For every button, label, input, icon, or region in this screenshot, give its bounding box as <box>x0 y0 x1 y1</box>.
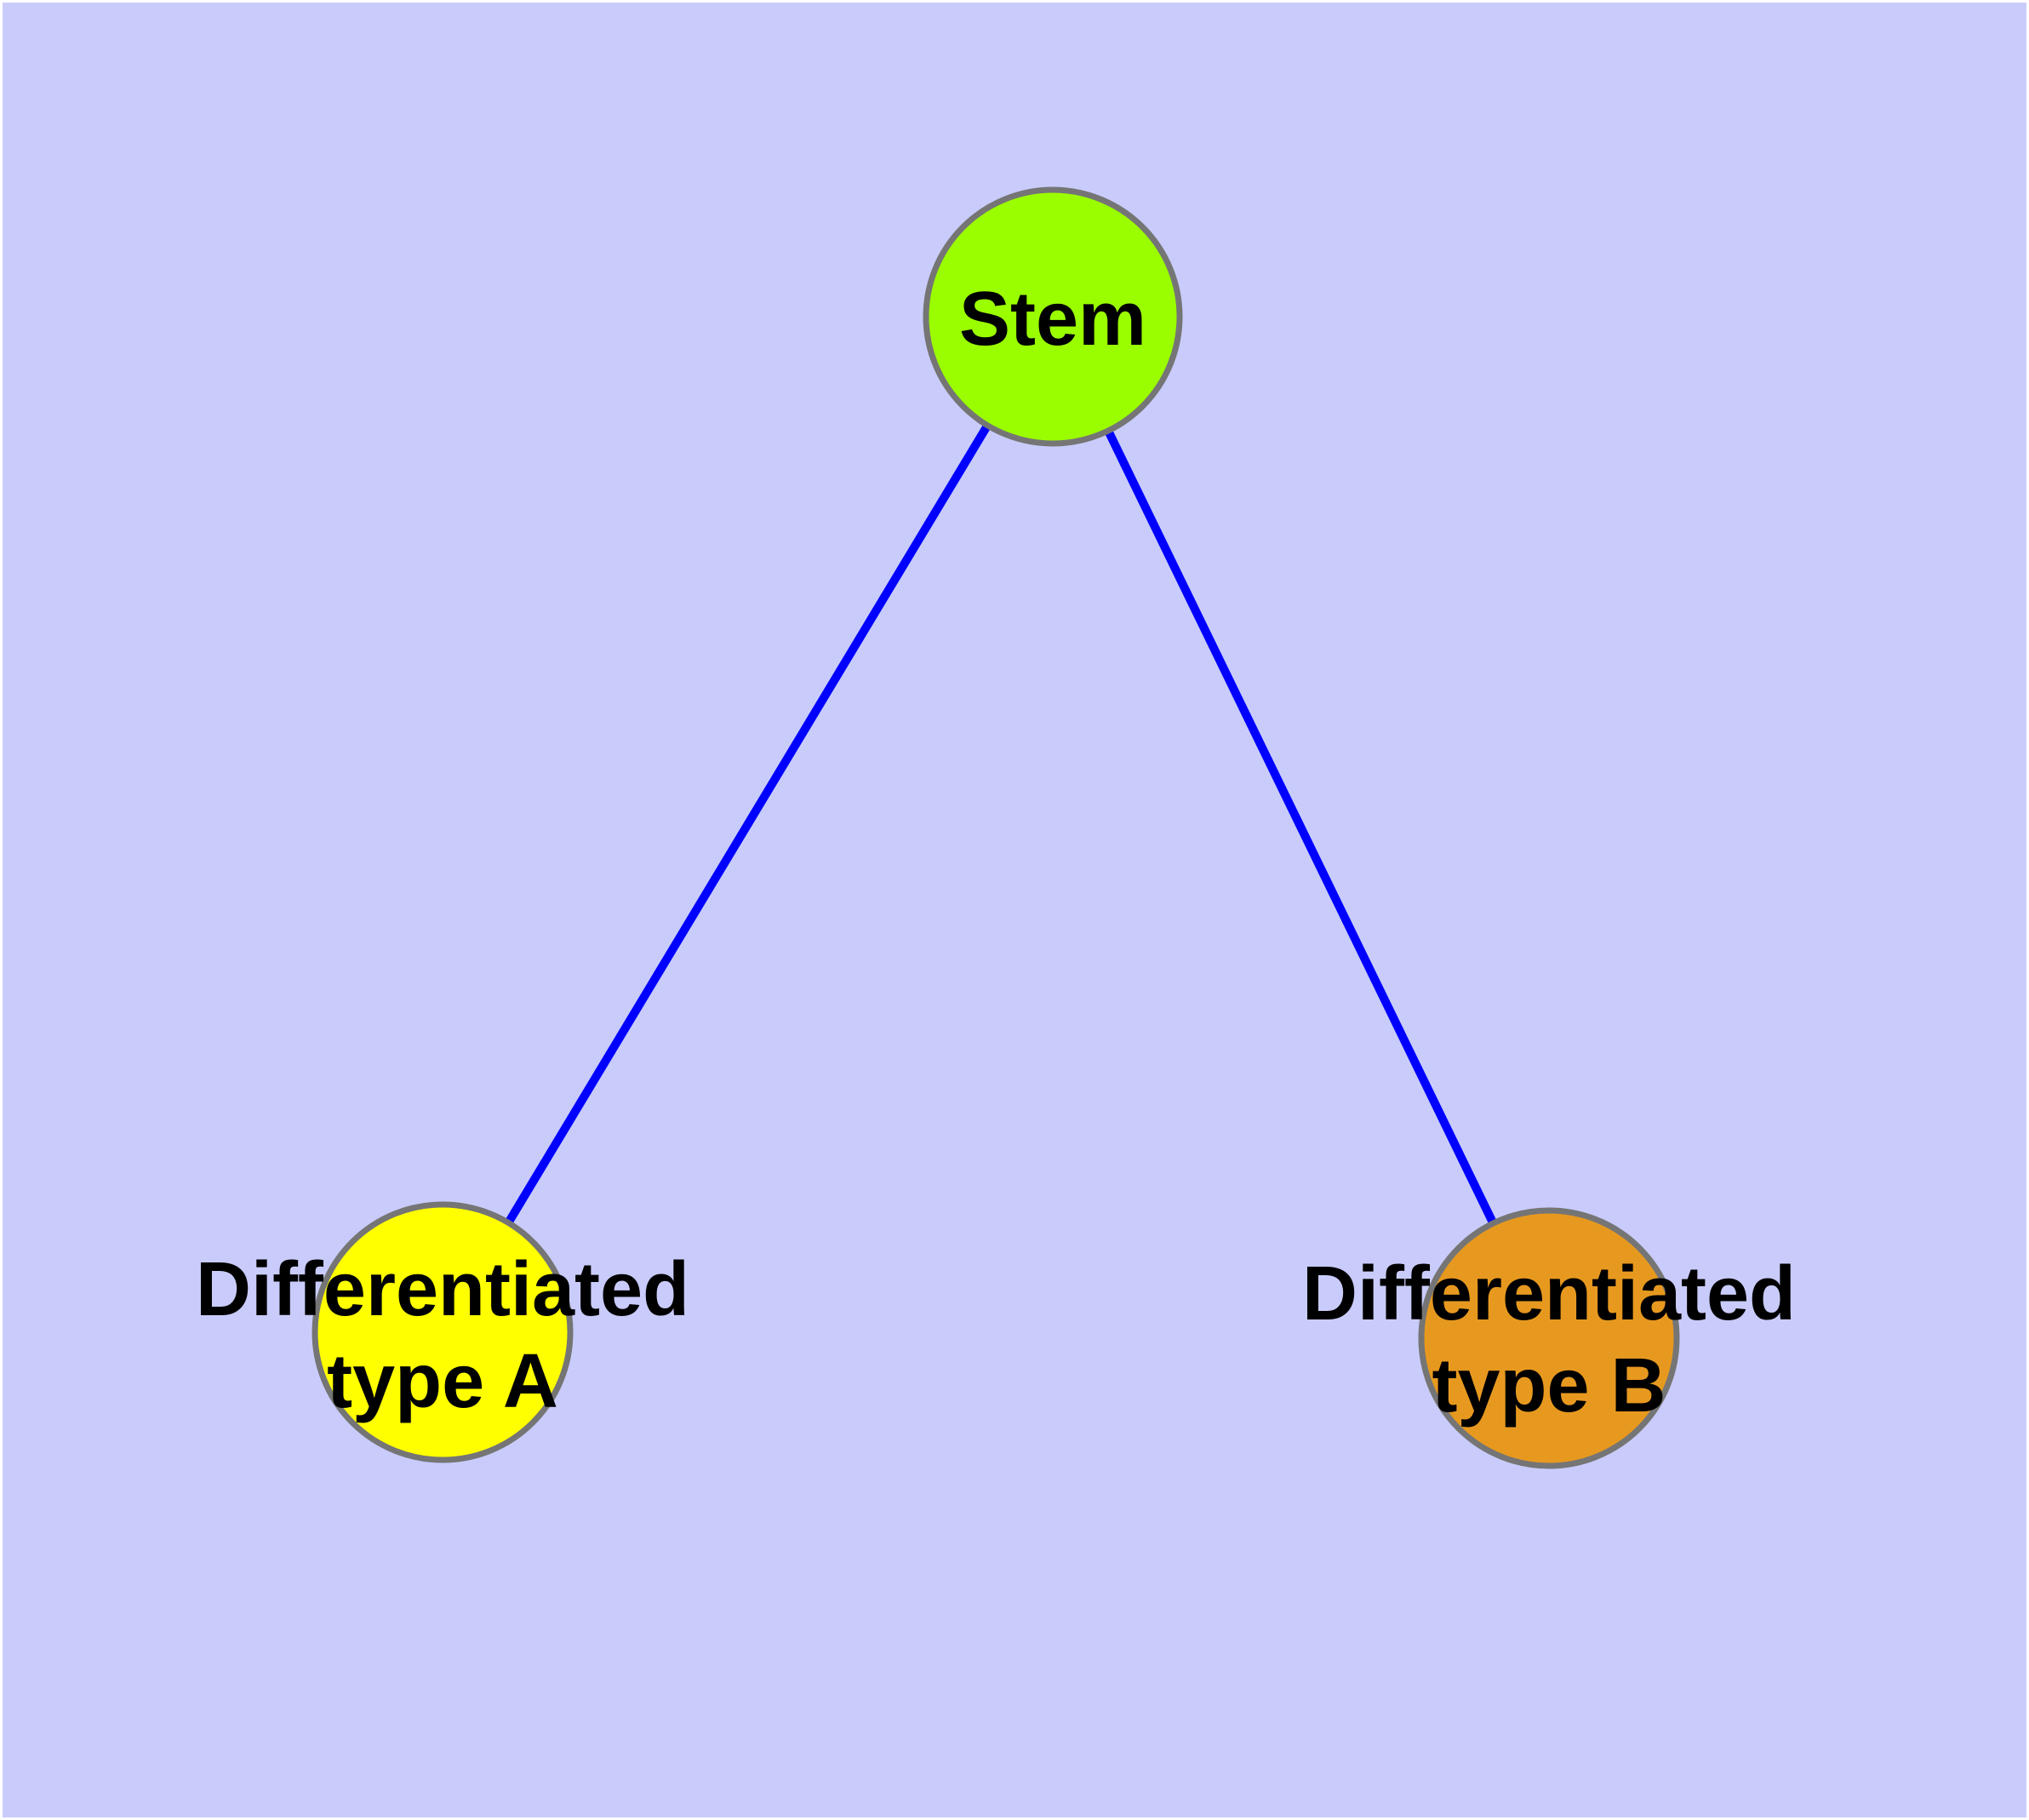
node-differentiated-type-b-label-line-2: type B <box>1432 1343 1666 1428</box>
edge-stem-to-differentiated-type-b <box>1049 314 1553 1341</box>
node-stem-label: Stem <box>959 277 1146 362</box>
node-differentiated-type-a-label-line-2: type A <box>327 1339 558 1424</box>
node-stem <box>923 186 1183 447</box>
node-differentiated-type-b <box>1418 1207 1680 1469</box>
node-differentiated-type-a <box>311 1201 574 1463</box>
node-differentiated-type-a-label-line-1: Differentiated <box>196 1247 689 1332</box>
edge-stem-to-differentiated-type-a <box>438 314 1057 1335</box>
node-differentiated-type-b-label-line-1: Differentiated <box>1302 1251 1796 1336</box>
